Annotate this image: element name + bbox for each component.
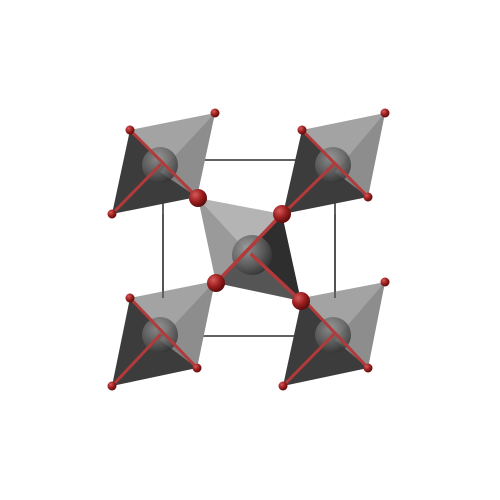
bond: [281, 163, 335, 216]
octahedron-top-right: [281, 108, 390, 216]
bond: [110, 163, 162, 216]
oxygen-atom: [207, 274, 225, 292]
octahedron-face: [198, 198, 282, 252]
bond: [300, 128, 370, 199]
oxygen-atom: [297, 125, 307, 135]
bond: [300, 296, 370, 370]
octahedron-bottom-right: [278, 277, 390, 391]
bond: [110, 333, 162, 388]
oxygen-atom: [292, 292, 310, 310]
unit-cell-front-edges: [162, 214, 336, 298]
octahedron-face: [248, 214, 301, 301]
bond: [281, 333, 335, 388]
oxygen-atom: [192, 363, 202, 373]
bond: [250, 253, 303, 303]
oxygen-atom: [125, 293, 135, 303]
oxygen-atom: [210, 108, 220, 118]
octahedron-bottom-left: [107, 281, 215, 391]
oxygen-atom: [107, 381, 117, 391]
bond: [128, 296, 199, 370]
oxygen-atom: [278, 381, 288, 391]
oxygen-atom: [363, 192, 373, 202]
oxygen-atom: [380, 277, 390, 287]
bond: [214, 212, 284, 285]
oxygen-atom: [125, 125, 135, 135]
oxygen-atom: [380, 108, 390, 118]
octahedron-center: [189, 189, 310, 310]
oxygen-atom: [107, 209, 117, 219]
bond: [128, 128, 199, 199]
oxygen-atom: [189, 189, 207, 207]
oxygen-atom: [273, 205, 291, 223]
octahedron-top-left: [107, 108, 220, 219]
oxygen-atom: [363, 363, 373, 373]
